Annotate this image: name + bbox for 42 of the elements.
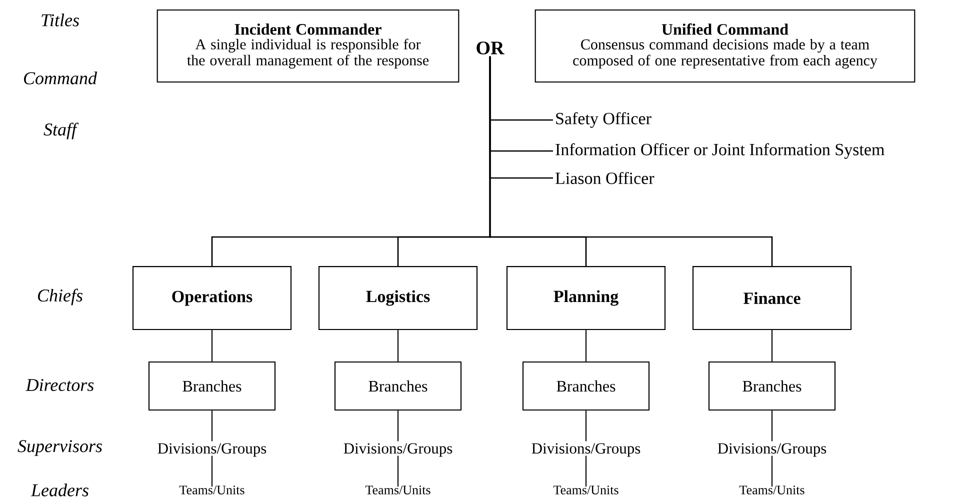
section-box: Operations (132, 266, 292, 330)
level-label: Command (24, 72, 98, 84)
staff-label: Safety Officer (556, 112, 652, 128)
unit-label: Teams/Units (553, 486, 618, 494)
section-box: Logistics (318, 266, 478, 330)
unit-label: Teams/Units (365, 486, 430, 494)
connector-line (585, 410, 587, 442)
connector-line (397, 410, 399, 442)
unit-label: Divisions/Groups (344, 443, 452, 457)
connector-line (771, 410, 773, 442)
staff-label: Information Officer or Joint Information System (556, 143, 884, 159)
section-box: Planning (506, 266, 666, 330)
unit-label: Teams/Units (179, 486, 244, 494)
connector-line (211, 456, 213, 487)
connector-line (211, 330, 213, 362)
branch-box: Branches (148, 361, 276, 411)
unit-label: Divisions/Groups (158, 443, 266, 457)
command-box: Incident Commander A single individual is responsible for the overall management of the response (156, 9, 460, 83)
connector-line (397, 456, 399, 487)
section-box: Finance (692, 266, 852, 330)
connector-line (771, 330, 773, 362)
or-label: OR (476, 42, 504, 54)
connector-line (585, 456, 587, 487)
connector-line (489, 56, 773, 266)
level-label: Supervisors (18, 440, 102, 456)
connector-line (585, 330, 587, 362)
level-label: Directors (26, 378, 94, 392)
unit-label: Teams/Units (739, 486, 804, 494)
staff-label: Liason Officer (555, 172, 654, 184)
branch-box: Branches (522, 361, 650, 411)
command-box: Unified Command Consensus command decisions made by a team composed of one representative from each agency (534, 9, 916, 83)
level-label: Chiefs (38, 288, 82, 306)
branch-box: Branches (334, 361, 462, 411)
level-label: Titles (42, 14, 79, 26)
connector-line (211, 410, 213, 442)
connector-line (397, 330, 399, 362)
level-label: Staff (44, 122, 79, 140)
unit-label: Divisions/Groups (718, 443, 826, 457)
branch-box: Branches (708, 361, 836, 411)
connector-line (771, 456, 773, 487)
unit-label: Divisions/Groups (532, 443, 640, 457)
level-label: Leaders (30, 484, 88, 496)
